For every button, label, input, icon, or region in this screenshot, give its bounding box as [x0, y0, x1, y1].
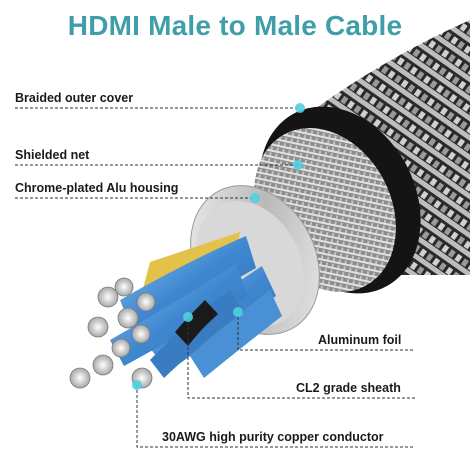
leader-lines — [15, 107, 415, 448]
label-chrome-housing: Chrome-plated Alu housing — [15, 181, 179, 195]
marker-braided — [295, 103, 305, 113]
label-cl2-sheath: CL2 grade sheath — [296, 381, 401, 395]
label-braided-outer-cover: Braided outer cover — [15, 91, 134, 105]
marker-chrome — [250, 193, 260, 203]
label-copper-conductor: 30AWG high purity copper conductor — [162, 430, 384, 444]
marker-shielded — [293, 160, 303, 170]
label-shielded-net: Shielded net — [15, 148, 90, 162]
marker-dots — [132, 103, 305, 390]
marker-conductor — [132, 380, 142, 390]
wire-bundle — [110, 232, 282, 378]
conductor-strands — [69, 277, 156, 389]
page-title: HDMI Male to Male Cable — [67, 10, 403, 41]
marker-sheath — [183, 312, 193, 322]
label-aluminum-foil: Aluminum foil — [318, 333, 402, 347]
marker-foil — [233, 307, 243, 317]
